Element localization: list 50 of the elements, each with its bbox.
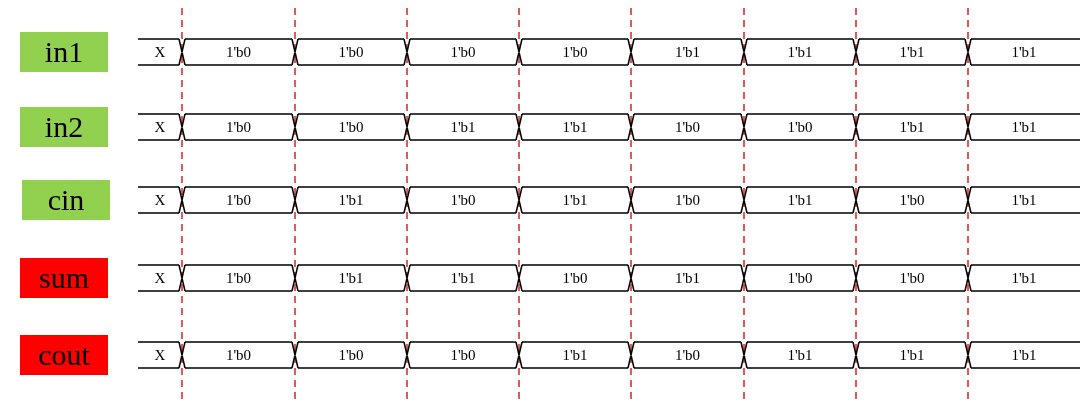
bus-value: 1'b0 [338,119,364,135]
bus-value: 1'b1 [338,192,364,208]
bus-value: 1'b0 [225,270,252,286]
bus-value: 1'b0 [674,192,701,208]
signal-name-label: sum [20,258,108,298]
bus-value: 1'b1 [338,270,364,286]
bus-value: 1'b1 [450,119,476,135]
bus-value: 1'b1 [562,192,588,208]
bus-value: 1'b0 [674,347,701,363]
bus-value: X [154,44,166,60]
bus-value: 1'b1 [674,270,701,286]
signal-name-label: in2 [20,107,108,147]
bus-value: 1'b1 [899,44,925,60]
bus-value: 1'b1 [562,347,588,363]
bus-value: 1'b1 [1011,119,1037,135]
bus-value: 1'b0 [225,347,252,363]
bus-value: 1'b1 [1011,192,1037,208]
bus-value: 1'b0 [899,192,925,208]
bus-value: 1'b0 [787,119,813,135]
bus-value: 1'b0 [674,119,701,135]
bus-value: 1'b0 [225,192,252,208]
bus-value: 1'b0 [562,44,588,60]
bus-value: 1'b1 [899,347,925,363]
bus-value: 1'b1 [562,119,588,135]
bus-value: 1'b0 [338,44,364,60]
bus-value: 1'b1 [787,44,813,60]
bus-value: 1'b0 [338,347,364,363]
bus-value: 1'b1 [899,119,925,135]
bus-value: X [154,347,166,363]
bus-value: 1'b1 [1011,270,1037,286]
bus-value: 1'b1 [787,192,813,208]
signal-name-label: cout [20,335,108,375]
bus-value: 1'b0 [787,270,813,286]
bus-value: 1'b1 [787,347,813,363]
bus-value: 1'b0 [225,44,252,60]
bus-value: 1'b0 [562,270,588,286]
bus-value: 1'b1 [1011,44,1037,60]
signal-name-label: in1 [20,32,108,72]
bus-value: 1'b1 [1011,347,1037,363]
bus-value: X [154,270,166,286]
bus-value: 1'b0 [450,192,476,208]
bus-value: 1'b0 [450,347,476,363]
bus-value: X [154,119,166,135]
bus-value: X [154,192,166,208]
bus-value: 1'b1 [674,44,701,60]
bus-value: 1'b0 [899,270,925,286]
bus-value: 1'b1 [450,270,476,286]
bus-value: 1'b0 [225,119,252,135]
signal-name-label: cin [22,180,110,220]
bus-value: 1'b0 [450,44,476,60]
